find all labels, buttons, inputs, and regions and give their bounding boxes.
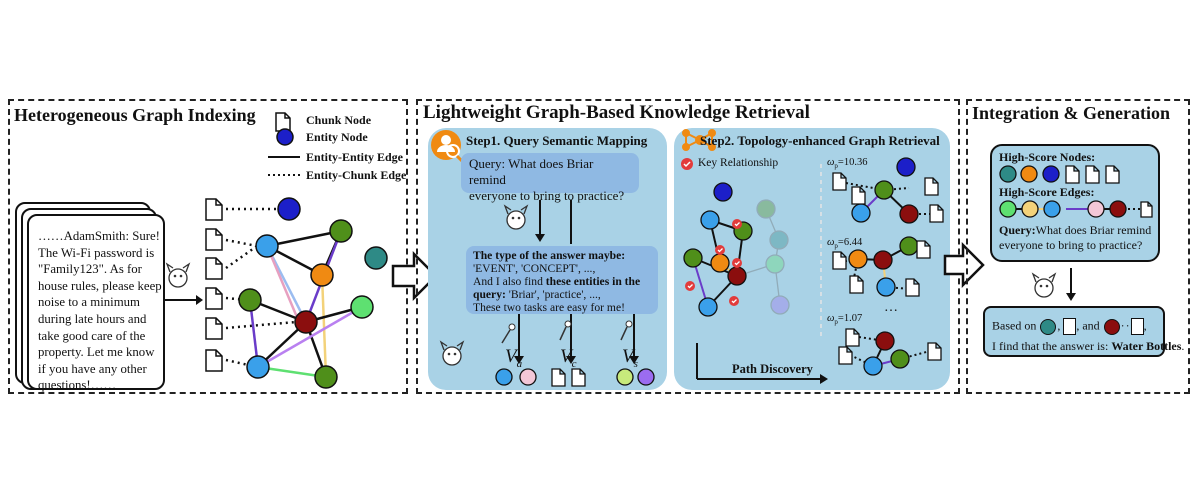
entities-bold: these entities in the <box>545 275 641 288</box>
answer-line2: I find that the answer is: Water Bottles… <box>992 339 1185 353</box>
weight-1: ωp=10.36 <box>827 157 868 171</box>
node-dot <box>1103 318 1120 335</box>
context-box <box>990 144 1160 262</box>
paths-ellipsis: … <box>884 300 898 315</box>
query-line: everyone to bring to practice? <box>999 238 1143 252</box>
entity-node <box>294 310 318 334</box>
arrow-head <box>196 295 203 305</box>
mascot-icon <box>1031 272 1057 298</box>
easy-text: These two tasks are easy for me! <box>473 301 625 314</box>
final-answer: Water Bottles <box>1111 339 1182 353</box>
entities-list: 'Briar', 'practice', ..., <box>508 288 601 301</box>
chunk-node-legend-icon <box>275 112 291 132</box>
entity-node <box>329 219 353 243</box>
chunk-icon <box>1063 318 1077 335</box>
step1-query-bubble: Query: What does Briar remind everyone t… <box>461 153 639 203</box>
mascot-icon <box>503 204 529 230</box>
answer-types: 'EVENT', 'CONCEPT', ..., <box>473 262 596 275</box>
chunk-line: take good care of the <box>38 328 146 343</box>
retrieval-title: Lightweight Graph-Based Knowledge Retrie… <box>423 102 810 123</box>
query-line: What does Briar remind <box>1035 223 1152 237</box>
high-score-nodes-label: High-Score Nodes: <box>999 150 1096 164</box>
step2-title: Step2. Topology-enhanced Graph Retrieval <box>700 133 940 148</box>
node-dot <box>1040 318 1057 335</box>
answer-type-label: The type of the answer maybe: <box>473 249 626 262</box>
legend-entity-chunk-edge: Entity-Chunk Edge <box>306 168 407 182</box>
step1-answer-bubble: The type of the answer maybe: 'EVENT', '… <box>466 246 658 314</box>
chunk-line: if you have any other <box>38 361 147 376</box>
entity-node <box>310 263 334 287</box>
weight-2: ωp=6.44 <box>827 237 863 251</box>
answer-line1: Based on , , and ··, <box>992 318 1147 335</box>
step1-title: Step1. Query Semantic Mapping <box>466 133 648 148</box>
query-label: Query: <box>999 223 1036 237</box>
entity-node <box>277 197 301 221</box>
entity-node <box>364 246 388 270</box>
chunk-icon <box>1130 318 1144 335</box>
chunk-line: "Family123". As for <box>38 262 142 277</box>
retrieval-panel <box>416 99 960 394</box>
chunk-line: during late hours and <box>38 311 147 326</box>
entities-line2: query: 'Briar', 'practice', ..., <box>473 288 654 301</box>
v-s-label: Vs <box>622 346 638 370</box>
entities-line: And I also find these entities in the <box>473 275 654 288</box>
chunk-line: house rules, please keep <box>38 278 162 293</box>
entity-node-legend-icon <box>276 128 294 146</box>
v-c-label: Vc <box>560 346 577 370</box>
indexing-panel <box>8 99 408 394</box>
entity-node <box>255 234 279 258</box>
integration-query: Query:What does Briar remind everyone to… <box>999 223 1151 253</box>
entities-bold2: query: <box>473 288 509 301</box>
high-score-edges-label: High-Score Edges: <box>999 185 1095 199</box>
query-line: everyone to bring to practice? <box>469 188 625 203</box>
indexing-title: Heterogeneous Graph Indexing <box>14 105 256 125</box>
chunk-text-card: ……AdamSmith: Sure! The Wi-Fi password is… <box>27 214 165 392</box>
v-a-label: Va <box>505 346 523 370</box>
legend-chunk-node: Chunk Node <box>306 113 372 127</box>
integration-title: Integration & Generation <box>972 103 1170 123</box>
entity-node <box>350 295 374 319</box>
chunk-line: The Wi-Fi password is <box>38 245 155 260</box>
entity-node <box>246 355 270 379</box>
mascot-icon <box>439 340 465 366</box>
mascot-icon <box>165 262 191 288</box>
chunk-line: questions!…… <box>38 378 117 393</box>
query-line: Query: What does Briar remind <box>469 156 594 187</box>
chunk-line: property. Let me know <box>38 345 155 360</box>
path-discovery-label: Path Discovery <box>732 362 813 376</box>
entity-node <box>314 365 338 389</box>
legend-entity-entity-edge: Entity-Entity Edge <box>306 150 404 164</box>
entity-node <box>238 288 262 312</box>
entities-prefix: And I also find <box>473 275 546 288</box>
legend-entity-node: Entity Node <box>306 130 368 144</box>
chunk-line: ……AdamSmith: Sure! <box>38 229 160 243</box>
chunk-line: noise to a minimum <box>38 295 141 310</box>
integration-panel <box>966 99 1190 394</box>
weight-3: ωp=1.07 <box>827 313 863 327</box>
key-relationship-label: Key Relationship <box>698 157 779 169</box>
